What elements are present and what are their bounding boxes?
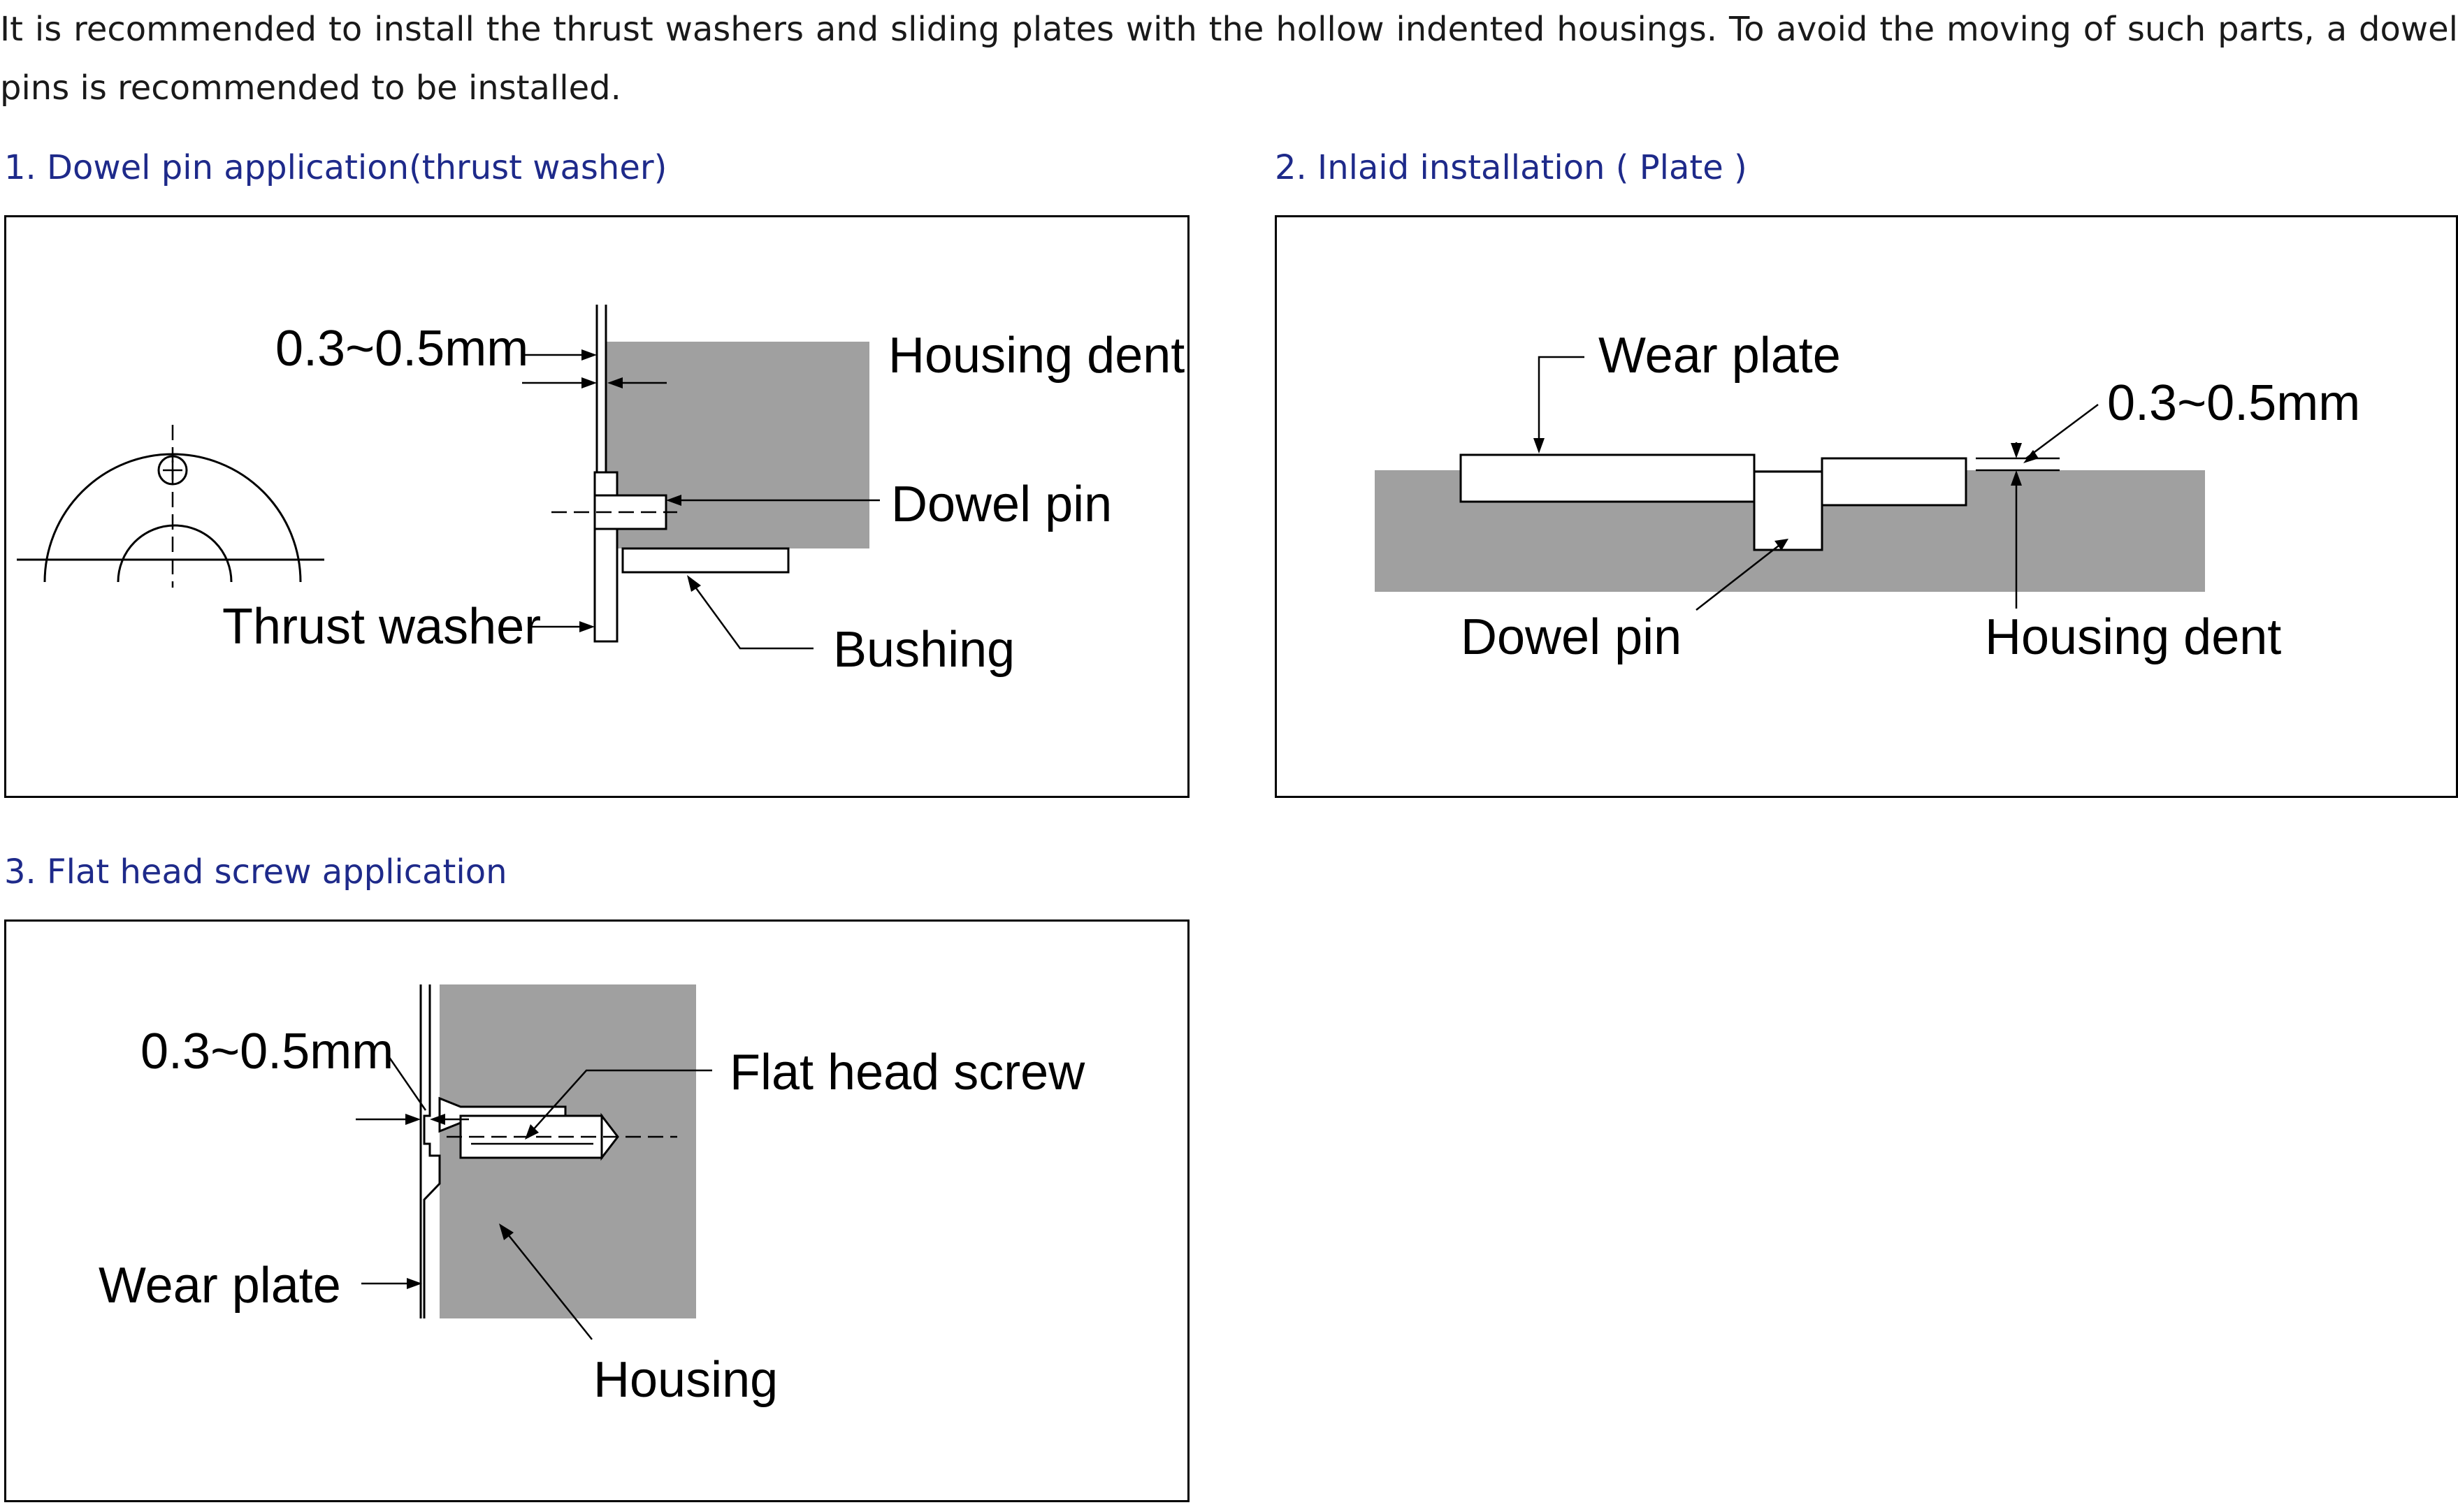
section-3-heading: 3. Flat head screw application — [4, 852, 507, 892]
thrust-washer-label: Thrust washer — [222, 599, 541, 655]
wear-plate-right — [1821, 457, 1967, 507]
washer-side-view — [17, 425, 324, 588]
wear-plate-left — [1459, 453, 1756, 503]
dowel-pin-label: Dowel pin — [891, 477, 1112, 532]
section-2-heading: 2. Inlaid installation ( Plate ) — [1275, 148, 1747, 187]
section-1-heading: 1. Dowel pin application(thrust washer) — [4, 148, 667, 187]
diagram-dowel-pin-thrust-washer: 0.3~0.5mm Housing dent Dowel pin Thrust … — [4, 215, 1190, 798]
diagram-flat-head-screw: 0.3~0.5mm Flat head screw Wear plate Hou… — [4, 919, 1190, 1502]
housing-dent-label: Housing dent — [1985, 609, 2281, 665]
dowel-pin-shape — [1753, 470, 1823, 551]
bushing-shape — [621, 547, 790, 574]
gap-dimension-label: 0.3~0.5mm — [2107, 375, 2360, 431]
intro-paragraph: It is recommended to install the thrust … — [0, 10, 2458, 108]
gap-dimension-label: 0.3~0.5mm — [275, 321, 528, 377]
wear-plate-label: Wear plate — [99, 1258, 341, 1314]
housing-dent-label: Housing dent — [888, 328, 1185, 384]
gap-dimension-label: 0.3~0.5mm — [140, 1024, 393, 1080]
housing-label: Housing — [593, 1352, 778, 1408]
bushing-label: Bushing — [833, 622, 1015, 678]
wear-plate-label: Wear plate — [1598, 328, 1841, 384]
diagram-inlaid-installation-plate: Wear plate 0.3~0.5mm Dowel pin Housing d… — [1275, 215, 2458, 798]
dowel-pin-label: Dowel pin — [1461, 609, 1682, 665]
flat-head-screw-label: Flat head screw — [730, 1045, 1085, 1100]
